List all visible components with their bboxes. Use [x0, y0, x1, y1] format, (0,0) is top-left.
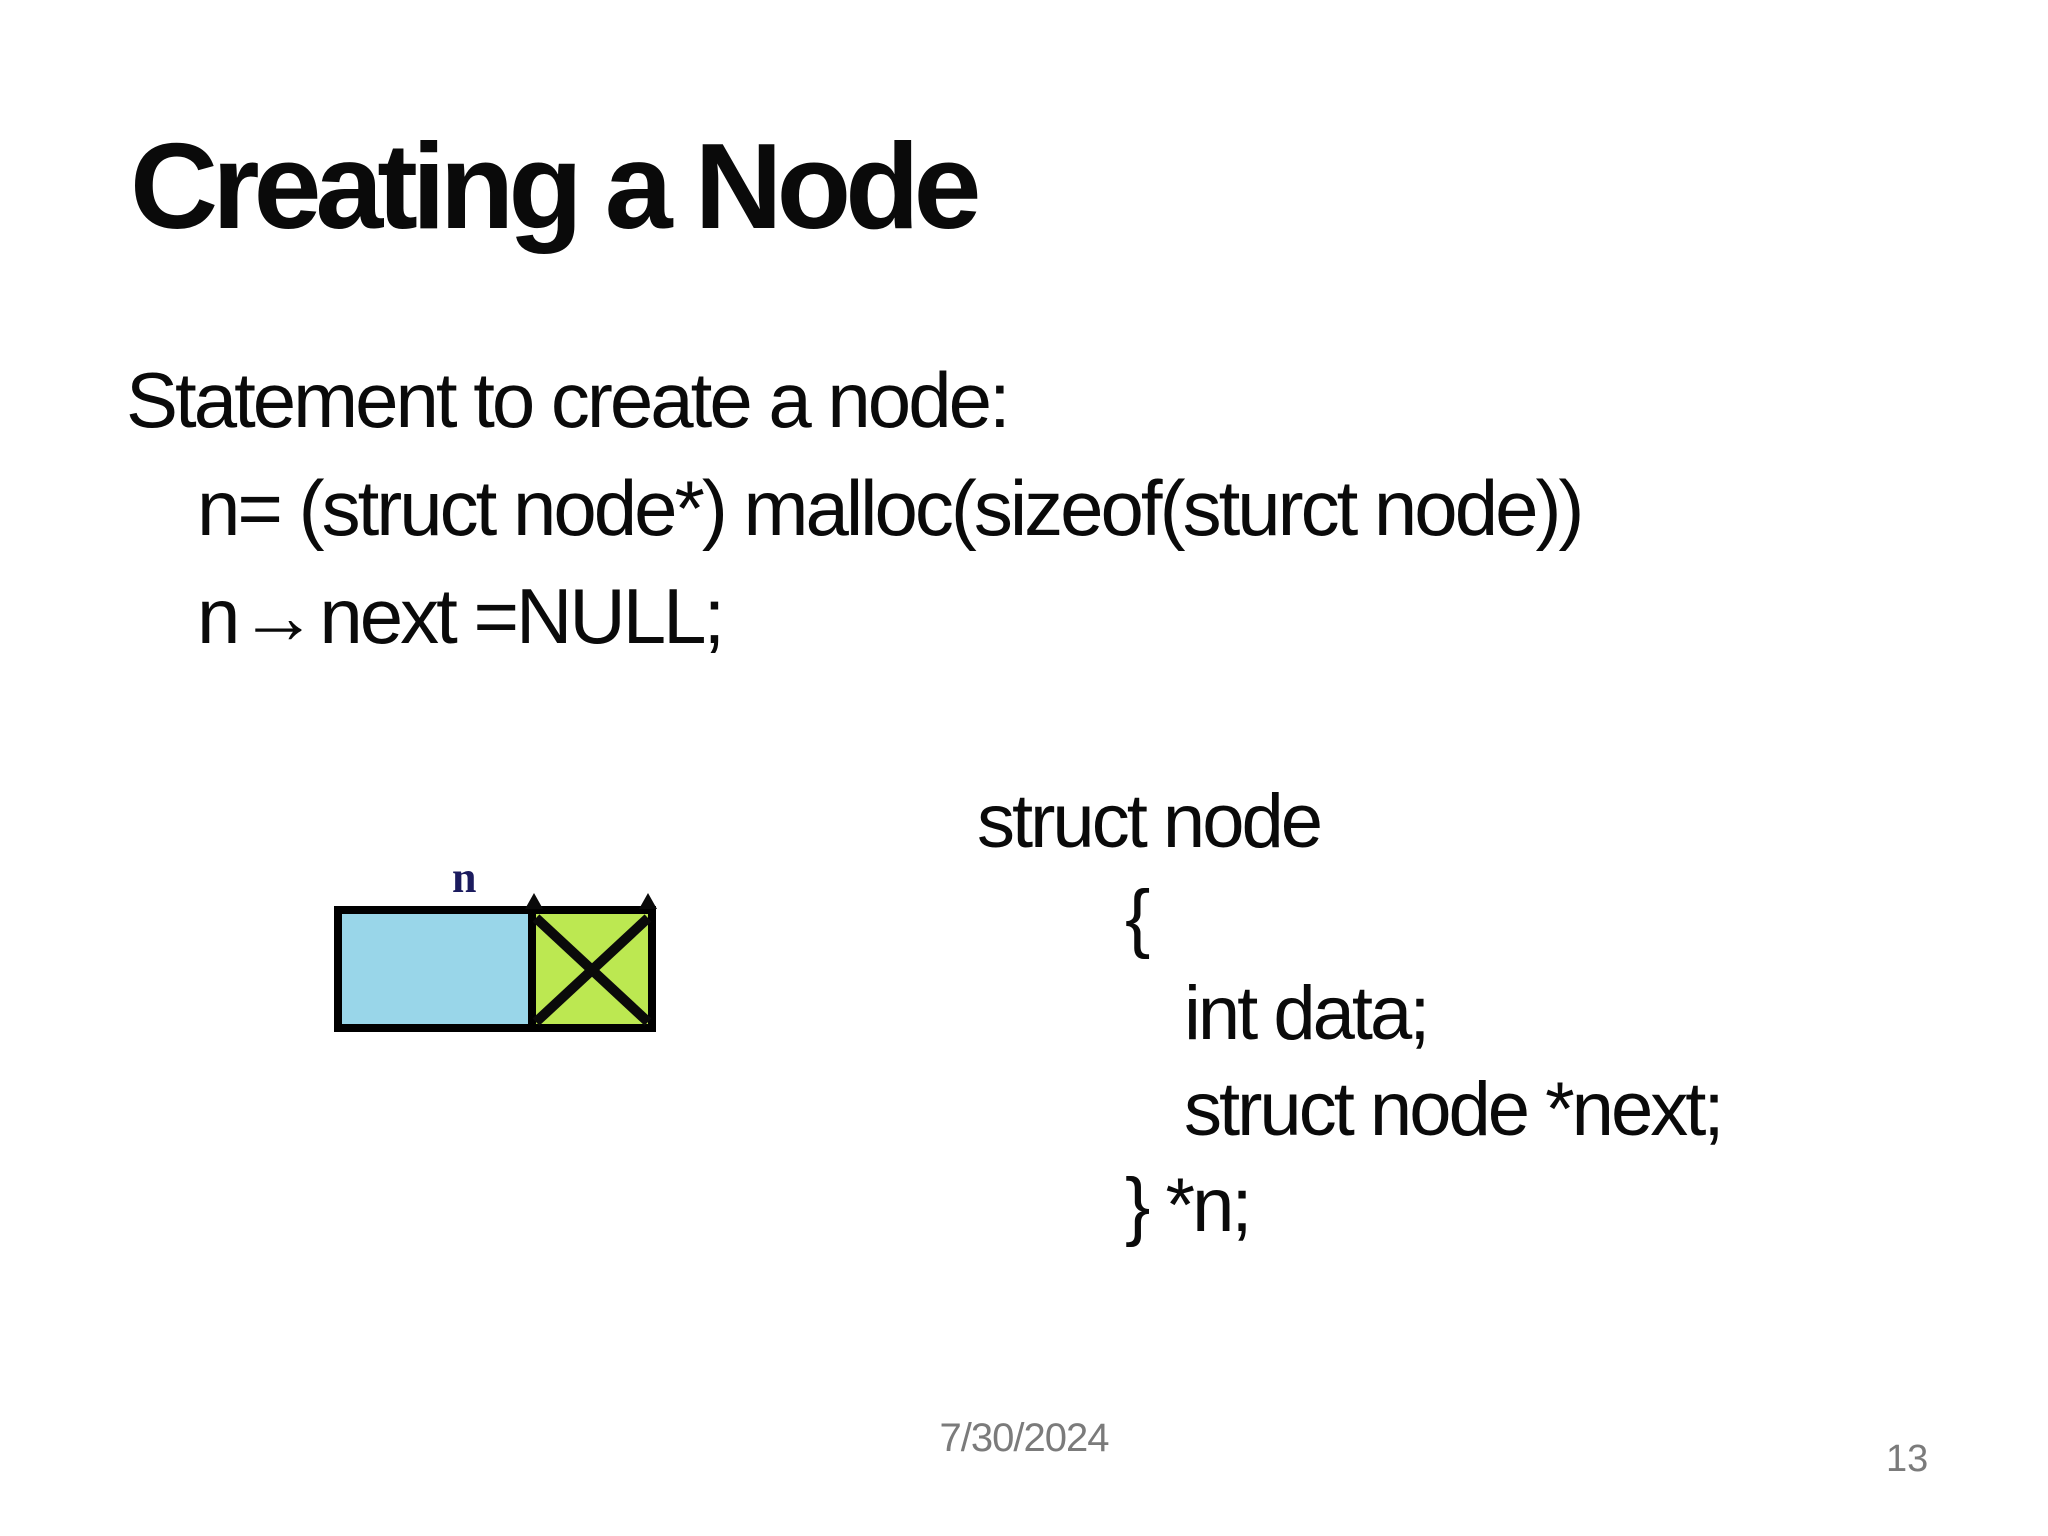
cross-line: [532, 914, 652, 1026]
code-line-open-brace: {: [1125, 875, 1150, 960]
node-data-cell: [342, 914, 536, 1024]
body-statement-line: Statement to create a node:: [126, 356, 1011, 444]
arrowhead-up-icon: [525, 893, 543, 909]
null-cross-icon: [525, 893, 657, 1026]
code-line-int-data: int data;: [1184, 971, 1430, 1056]
pointer-variable: n: [197, 572, 240, 660]
footer-date: 7/30/2024: [939, 1416, 1110, 1460]
body-next-null-line: n→next =NULL;: [197, 577, 725, 655]
struct-definition-block: struct node { int data; struct node *nex…: [977, 774, 1724, 1254]
slide-title: Creating a Node: [130, 118, 981, 254]
body-malloc-line: n= (struct node*) malloc(sizeof(sturct n…: [197, 464, 1584, 552]
code-line-close-brace: } *n;: [1125, 1163, 1252, 1248]
code-line-struct-next: struct node *next;: [1184, 1067, 1724, 1152]
node-pointer-label: n: [452, 853, 477, 902]
code-line-struct-node: struct node: [977, 779, 1323, 864]
page-number: 13: [1886, 1438, 1929, 1480]
next-null-text: next =NULL;: [319, 572, 725, 660]
right-arrow-icon: →: [239, 572, 318, 660]
arrowhead-up-icon: [639, 893, 657, 909]
